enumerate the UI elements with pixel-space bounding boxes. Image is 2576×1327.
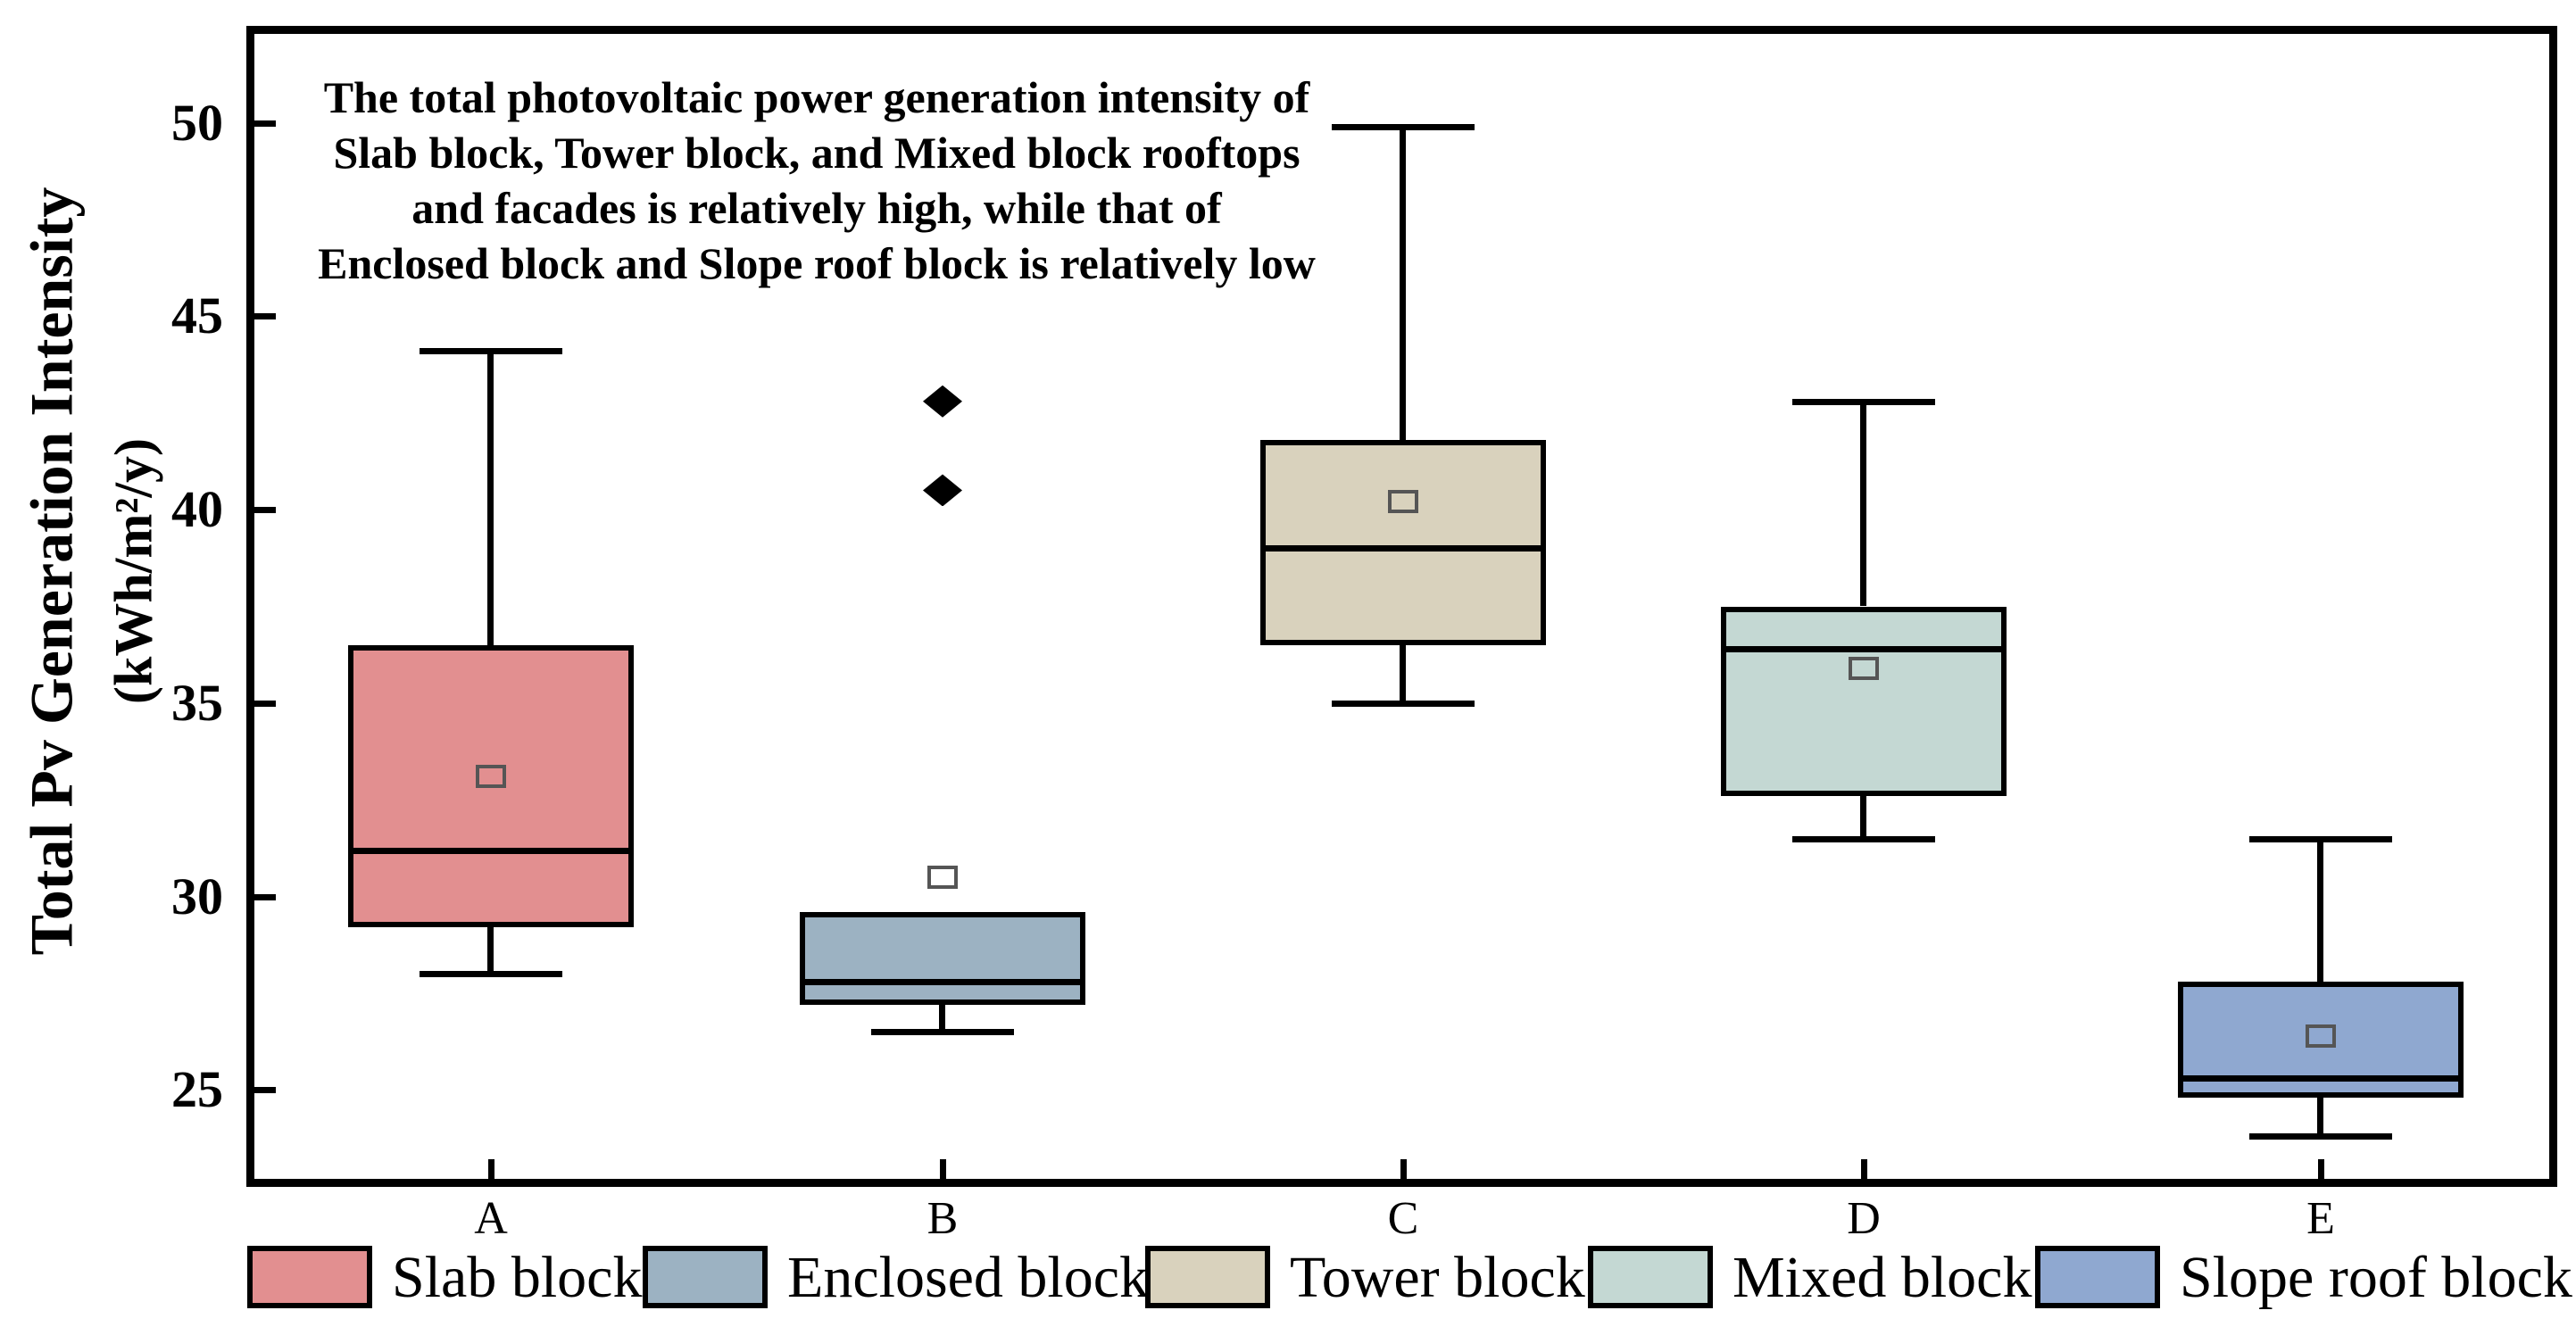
x-tick xyxy=(488,1159,494,1179)
annotation-text: The total photovoltaic power generation … xyxy=(318,72,1316,288)
median-line xyxy=(1721,646,2007,653)
legend-label: Tower block xyxy=(1290,1245,1585,1310)
mean-marker xyxy=(927,865,958,889)
iqr-box xyxy=(800,911,1085,1005)
upper-whisker-cap xyxy=(1792,398,1935,405)
upper-whisker-cap xyxy=(2249,835,2392,842)
upper-whisker-stem xyxy=(1400,127,1406,441)
lower-whisker-cap xyxy=(420,971,562,978)
x-category-label: C xyxy=(1387,1193,1419,1244)
median-line xyxy=(800,978,1085,985)
legend-swatch xyxy=(247,1246,372,1308)
y-tick xyxy=(254,120,276,127)
x-tick xyxy=(940,1159,946,1179)
mean-marker xyxy=(1388,490,1418,514)
x-tick xyxy=(2318,1159,2324,1179)
y-tick xyxy=(254,893,276,900)
x-category-label: E xyxy=(2306,1193,2335,1244)
lower-whisker-cap xyxy=(1332,700,1475,707)
y-tick xyxy=(254,1087,276,1094)
upper-whisker-stem xyxy=(1860,401,1866,607)
plot-area: The total photovoltaic power generation … xyxy=(246,26,2557,1187)
iqr-box xyxy=(1260,440,1546,645)
x-category-label: A xyxy=(474,1193,508,1244)
lower-whisker-stem xyxy=(939,1004,945,1033)
upper-whisker-cap xyxy=(1332,124,1475,131)
upper-whisker-cap xyxy=(420,348,562,355)
mean-marker xyxy=(1849,656,1879,680)
lower-whisker-stem xyxy=(1860,795,1866,839)
lower-whisker-stem xyxy=(1400,644,1406,703)
x-category-label: D xyxy=(1847,1193,1881,1244)
legend-label: Enclosed block xyxy=(787,1245,1150,1310)
legend-swatch xyxy=(1145,1246,1270,1308)
x-tick xyxy=(1861,1159,1867,1179)
y-tick-label: 50 xyxy=(171,93,223,152)
y-tick xyxy=(254,313,276,320)
y-tick-label: 40 xyxy=(171,480,223,539)
x-category-label: B xyxy=(927,1193,959,1244)
lower-whisker-cap xyxy=(2249,1133,2392,1140)
lower-whisker-cap xyxy=(871,1029,1014,1036)
lower-whisker-stem xyxy=(2317,1097,2323,1137)
lower-whisker-cap xyxy=(1792,835,1935,842)
y-tick xyxy=(254,507,276,514)
legend-swatch xyxy=(643,1246,768,1308)
median-line xyxy=(2178,1075,2464,1082)
mean-marker xyxy=(2306,1024,2336,1048)
y-tick xyxy=(254,700,276,707)
y-tick-label: 35 xyxy=(171,673,223,732)
upper-whisker-stem xyxy=(487,351,494,645)
median-line xyxy=(348,847,634,854)
outlier-diamond xyxy=(923,385,962,418)
y-axis-unit-text: (kWh/m²/y) xyxy=(104,437,163,705)
mean-marker xyxy=(476,765,506,789)
y-tick-label: 45 xyxy=(171,286,223,345)
legend-label: Mixed block xyxy=(1733,1245,2032,1310)
x-tick xyxy=(1400,1159,1407,1179)
outlier-diamond xyxy=(923,474,962,507)
lower-whisker-stem xyxy=(487,927,494,975)
iqr-box xyxy=(348,644,634,928)
upper-whisker-stem xyxy=(2317,838,2323,982)
y-tick-label: 25 xyxy=(171,1060,223,1119)
legend-swatch xyxy=(1588,1246,1713,1308)
legend-label: Slope roof block xyxy=(2180,1245,2572,1310)
y-tick-label: 30 xyxy=(171,867,223,925)
legend-swatch xyxy=(2035,1246,2160,1308)
iqr-box xyxy=(1721,606,2007,796)
legend-label: Slab block xyxy=(392,1245,643,1310)
median-line xyxy=(1260,545,1546,552)
